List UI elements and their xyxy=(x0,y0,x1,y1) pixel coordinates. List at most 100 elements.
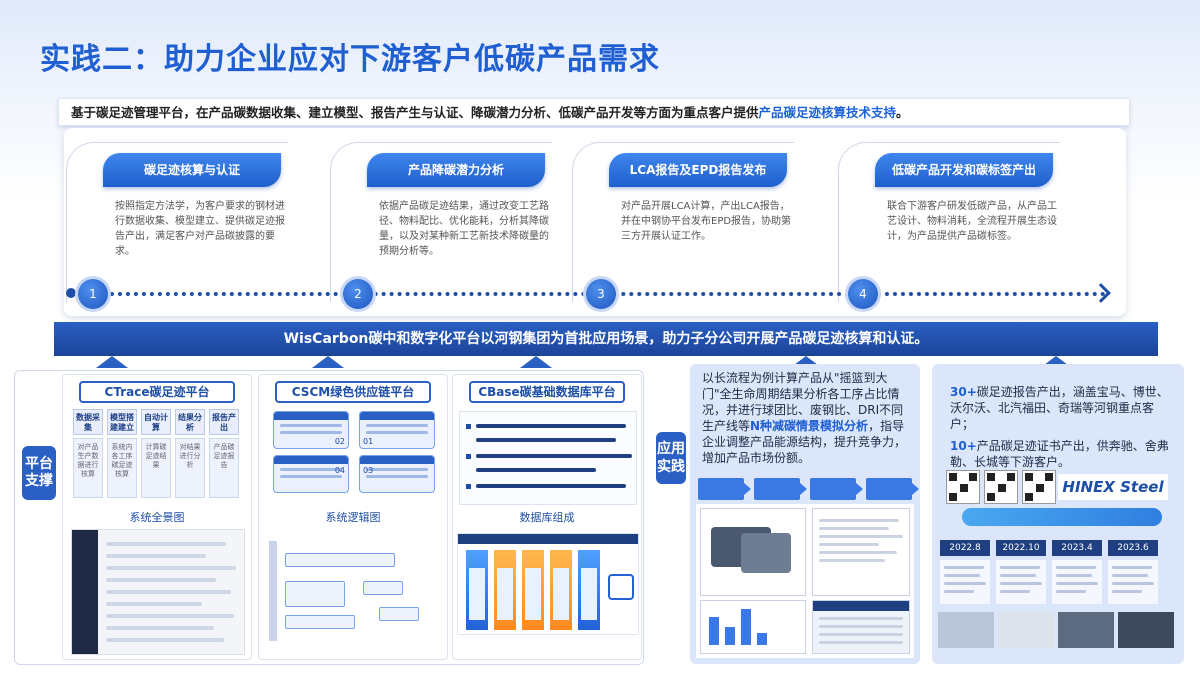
cscm-flow-box xyxy=(379,607,419,621)
stage-card-2: 产品降碳潜力分析 依据产品碳足迹结果，通过改变工艺路径、物料配比、优化能耗，分析… xyxy=(330,142,552,302)
results-bar xyxy=(962,508,1162,526)
up-arrow-icon xyxy=(520,356,552,370)
cscm-flow-box xyxy=(285,615,355,629)
page-title: 实践二：助力企业应对下游客户低碳产品需求 xyxy=(40,42,660,77)
stage-title-3: LCA报告及EPD报告发布 xyxy=(609,153,787,187)
intro-bar: 基于碳足迹管理平台，在产品碳数据收集、建立模型、报告产生与认证、降碳潜力分析、低… xyxy=(58,98,1130,126)
ctrace-col-head: 自动计算 xyxy=(141,409,171,435)
cscm-panel: CSCM绿色供应链平台 02 01 04 03 系统逻辑图 xyxy=(258,374,448,660)
ctrace-col: 模型搭建建立 系统内各工序碳足迹核算 xyxy=(107,409,137,499)
event-photo xyxy=(1058,612,1114,648)
results-para-2: 10+产品碳足迹证书产出，供奔驰、舍弗勒、长城等下游客户。 xyxy=(950,438,1175,470)
year-chip: 2023.4 xyxy=(1052,540,1102,556)
stage-text-4: 联合下游客户研发低碳产品，从产品工艺设计、物料消耗，全流程开展生态设计，为产品提… xyxy=(887,201,1057,242)
ctrace-col-body: 系统内各工序碳足迹核算 xyxy=(107,438,137,498)
cscm-label: 04 xyxy=(334,466,345,475)
platform-banner: WisCarbon碳中和数字化平台以河钢集团为首批应用场景，助力子分公司开展产品… xyxy=(54,322,1158,356)
results-text: 30+碳足迹报告产出，涵盖宝马、博世、沃尔沃、北汽福田、奇瑞等河钢重点客户； 1… xyxy=(950,384,1175,470)
timeline-step-4: 4 xyxy=(848,279,878,309)
year-detail xyxy=(1052,560,1102,604)
event-photo xyxy=(998,612,1054,648)
ctrace-col: 自动计算 计算碳足迹结果 xyxy=(141,409,171,499)
stage-card-1: 碳足迹核算与认证 按照指定方法学，为客户要求的钢材进行数据收集、模型建立、提供碳… xyxy=(66,142,288,302)
timeline-step-3: 3 xyxy=(586,279,616,309)
timeline-step-2: 2 xyxy=(343,279,373,309)
ctrace-col-body: 计算碳足迹结果 xyxy=(141,438,171,498)
stage-text-3: 对产品开展LCA计算，产出LCA报告，并在中钢协平台发布EPD报告，协助第三方开… xyxy=(621,201,792,242)
ctrace-col-body: 对结果进行分析 xyxy=(175,438,205,498)
year-chip: 2023.6 xyxy=(1108,540,1158,556)
application-highlight: N种减碳情景模拟分析 xyxy=(750,419,869,433)
results-text-2: 产品碳足迹证书产出，供奔驰、舍弗勒、长城等下游客户。 xyxy=(950,439,1169,469)
timeline-start-dot xyxy=(66,288,76,298)
cscm-flow-box xyxy=(363,581,403,595)
ctrace-grid: 数据采集 对产品生产数据进行核算 模型搭建建立 系统内各工序碳足迹核算 自动计算… xyxy=(73,409,243,499)
cscm-label: 03 xyxy=(363,466,374,475)
results-text-1: 碳足迹报告产出，涵盖宝马、博世、沃尔沃、北汽福田、奇瑞等河钢重点客户； xyxy=(950,385,1169,431)
cscm-title: CSCM绿色供应链平台 xyxy=(275,381,431,403)
cbase-caption: 数据库组成 xyxy=(519,511,575,524)
ctrace-col: 报告产出 产品碳足迹报告 xyxy=(209,409,239,499)
hinex-steel-logo: HINEX Steel xyxy=(1058,474,1168,500)
stage-card-3: LCA报告及EPD报告发布 对产品开展LCA计算，产出LCA报告，并在中钢协平台… xyxy=(572,142,794,302)
application-images xyxy=(696,504,914,658)
stage-title-2: 产品降碳潜力分析 xyxy=(367,153,545,187)
ctrace-panel: CTrace碳足迹平台 数据采集 对产品生产数据进行核算 模型搭建建立 系统内各… xyxy=(62,374,252,660)
cscm-label: 02 xyxy=(334,437,345,446)
cscm-logic-box: 02 xyxy=(273,411,349,449)
ctrace-screenshot xyxy=(71,529,245,655)
cscm-logic-box: 01 xyxy=(359,411,435,449)
up-arrow-icon xyxy=(312,356,344,370)
up-arrow-icon xyxy=(96,356,128,370)
application-text-2: ，指导企业调整产品能源结构，提升竞争力，增加产品市场份额。 xyxy=(702,419,907,465)
application-text-1: 以长流程为例计算产品从"摇篮到大门"全生命周期结果分析各工序占比情况，并进行球团… xyxy=(702,371,904,433)
application-text: 以长流程为例计算产品从"摇篮到大门"全生命周期结果分析各工序占比情况，并进行球团… xyxy=(702,370,912,466)
intro-end: 。 xyxy=(896,105,909,120)
qr-code-icon xyxy=(984,470,1018,504)
stage-text-2: 依据产品碳足迹结果，通过改变工艺路径、物料配比、优化能耗，分析其降碳量，以及对某… xyxy=(379,201,549,257)
application-side-label: 应用实践 xyxy=(656,432,686,484)
stage-card-4: 低碳产品开发和碳标签产出 联合下游客户研发低碳产品，从产品工艺设计、物料消耗，全… xyxy=(838,142,1060,302)
ctrace-col-head: 结果分析 xyxy=(175,409,205,435)
ctrace-caption: 系统全景图 xyxy=(129,511,185,524)
ctrace-col-head: 数据采集 xyxy=(73,409,103,435)
ctrace-col-head: 报告产出 xyxy=(209,409,239,435)
intro-highlight: 产品碳足迹核算技术支持 xyxy=(758,105,897,120)
stage-title-4: 低碳产品开发和碳标签产出 xyxy=(875,153,1053,187)
cbase-db-diagram xyxy=(457,533,639,635)
application-panel: 以长流程为例计算产品从"摇篮到大门"全生命周期结果分析各工序占比情况，并进行球团… xyxy=(690,364,920,664)
year-detail xyxy=(1108,560,1158,604)
stage-text-1: 按照指定方法学，为客户要求的钢材进行数据收集、模型建立、提供碳足迹报告产出，满足… xyxy=(115,201,285,257)
ctrace-col: 结果分析 对结果进行分析 xyxy=(175,409,205,499)
results-count-2: 10+ xyxy=(950,439,977,453)
ctrace-col: 数据采集 对产品生产数据进行核算 xyxy=(73,409,103,499)
year-chip: 2022.8 xyxy=(940,540,990,556)
stage-title-1: 碳足迹核算与认证 xyxy=(103,153,281,187)
year-chip: 2022.10 xyxy=(996,540,1046,556)
cbase-feature-list xyxy=(459,411,637,505)
cscm-label: 01 xyxy=(363,437,374,446)
cscm-flow-box xyxy=(285,581,345,607)
event-photo xyxy=(938,612,994,648)
application-step-flow xyxy=(698,478,919,500)
cbase-panel: CBase碳基础数据库平台 数据库组成 xyxy=(452,374,642,660)
timeline-step-1: 1 xyxy=(78,279,108,309)
intro-text: 基于碳足迹管理平台，在产品碳数据收集、建立模型、报告产生与认证、降碳潜力分析、低… xyxy=(71,105,759,120)
results-para-1: 30+碳足迹报告产出，涵盖宝马、博世、沃尔沃、北汽福田、奇瑞等河钢重点客户； xyxy=(950,384,1175,432)
results-count-1: 30+ xyxy=(950,385,977,399)
ctrace-col-body: 产品碳足迹报告 xyxy=(209,438,239,498)
event-photo xyxy=(1118,612,1174,648)
ctrace-col-body: 对产品生产数据进行核算 xyxy=(73,438,103,498)
year-detail xyxy=(996,560,1046,604)
cscm-caption: 系统逻辑图 xyxy=(325,511,381,524)
qr-code-icon xyxy=(946,470,980,504)
ctrace-title: CTrace碳足迹平台 xyxy=(79,381,235,403)
cscm-flow-box xyxy=(285,553,395,567)
cscm-logic-box: 03 xyxy=(359,455,435,493)
cscm-logic-box: 04 xyxy=(273,455,349,493)
platform-side-label: 平台支撑 xyxy=(22,446,56,500)
cbase-title: CBase碳基础数据库平台 xyxy=(469,381,625,403)
year-detail xyxy=(940,560,990,604)
qr-code-icon xyxy=(1022,470,1056,504)
ctrace-col-head: 模型搭建建立 xyxy=(107,409,137,435)
